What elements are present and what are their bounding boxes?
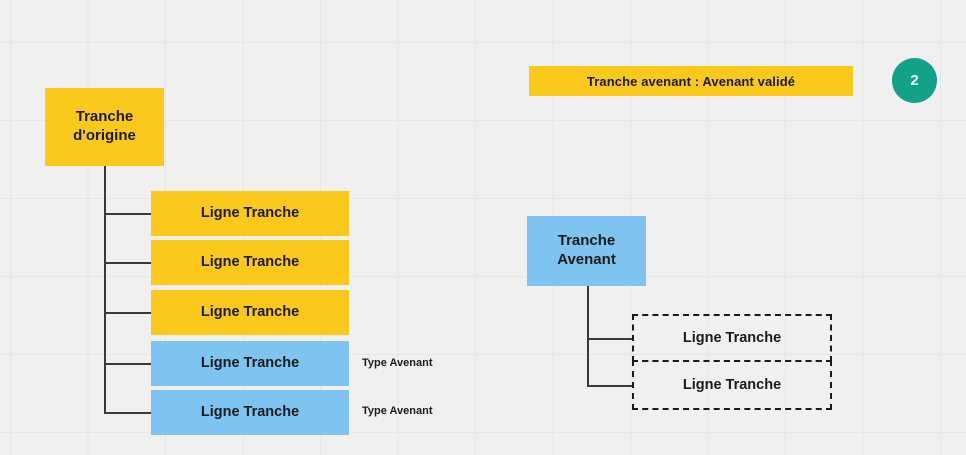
left-branch-5 (104, 412, 152, 414)
left-branch-4 (104, 363, 152, 365)
node-tranche-avenant-line1: Tranche (557, 232, 616, 250)
node-ligne-tranche-1[interactable]: Ligne Tranche (151, 191, 349, 236)
left-branch-2 (104, 262, 152, 264)
node-ligne-tranche-4[interactable]: Ligne Tranche (151, 341, 349, 386)
node-ligne-tranche-2[interactable]: Ligne Tranche (151, 240, 349, 285)
node-tranche-avenant[interactable]: Tranche Avenant (527, 216, 646, 286)
status-badge-value: 2 (910, 72, 919, 89)
node-ligne-tranche-avenant-2-label: Ligne Tranche (682, 376, 782, 393)
node-ligne-tranche-4-label: Ligne Tranche (200, 355, 300, 372)
status-banner: Tranche avenant : Avenant validé (529, 66, 853, 96)
node-ligne-tranche-5[interactable]: Ligne Tranche (151, 390, 349, 435)
node-ligne-tranche-avenant-1-label: Ligne Tranche (682, 329, 782, 346)
node-ligne-tranche-1-label: Ligne Tranche (200, 205, 300, 222)
status-badge: 2 (892, 58, 937, 103)
node-tranche-origine-line1: Tranche (75, 108, 134, 126)
side-label-type-avenant-2: Type Avenant (362, 405, 433, 417)
node-tranche-origine-line2: d'origine (73, 127, 136, 144)
node-ligne-tranche-avenant-2[interactable]: Ligne Tranche (632, 360, 832, 410)
left-branch-1 (104, 213, 152, 215)
node-tranche-origine[interactable]: Tranche d'origine (45, 88, 164, 166)
node-ligne-tranche-3-label: Ligne Tranche (200, 304, 300, 321)
node-ligne-tranche-avenant-1[interactable]: Ligne Tranche (632, 314, 832, 362)
node-tranche-avenant-line2: Avenant (557, 251, 616, 268)
right-branch-1 (587, 338, 633, 340)
left-branch-3 (104, 312, 152, 314)
right-branch-2 (587, 385, 633, 387)
node-ligne-tranche-3[interactable]: Ligne Tranche (151, 290, 349, 335)
right-tree-trunk (587, 286, 589, 386)
left-tree-trunk (104, 166, 106, 413)
node-ligne-tranche-2-label: Ligne Tranche (200, 254, 300, 271)
node-ligne-tranche-5-label: Ligne Tranche (200, 404, 300, 421)
status-banner-label: Tranche avenant : Avenant validé (586, 73, 796, 89)
side-label-type-avenant-1: Type Avenant (362, 357, 433, 369)
